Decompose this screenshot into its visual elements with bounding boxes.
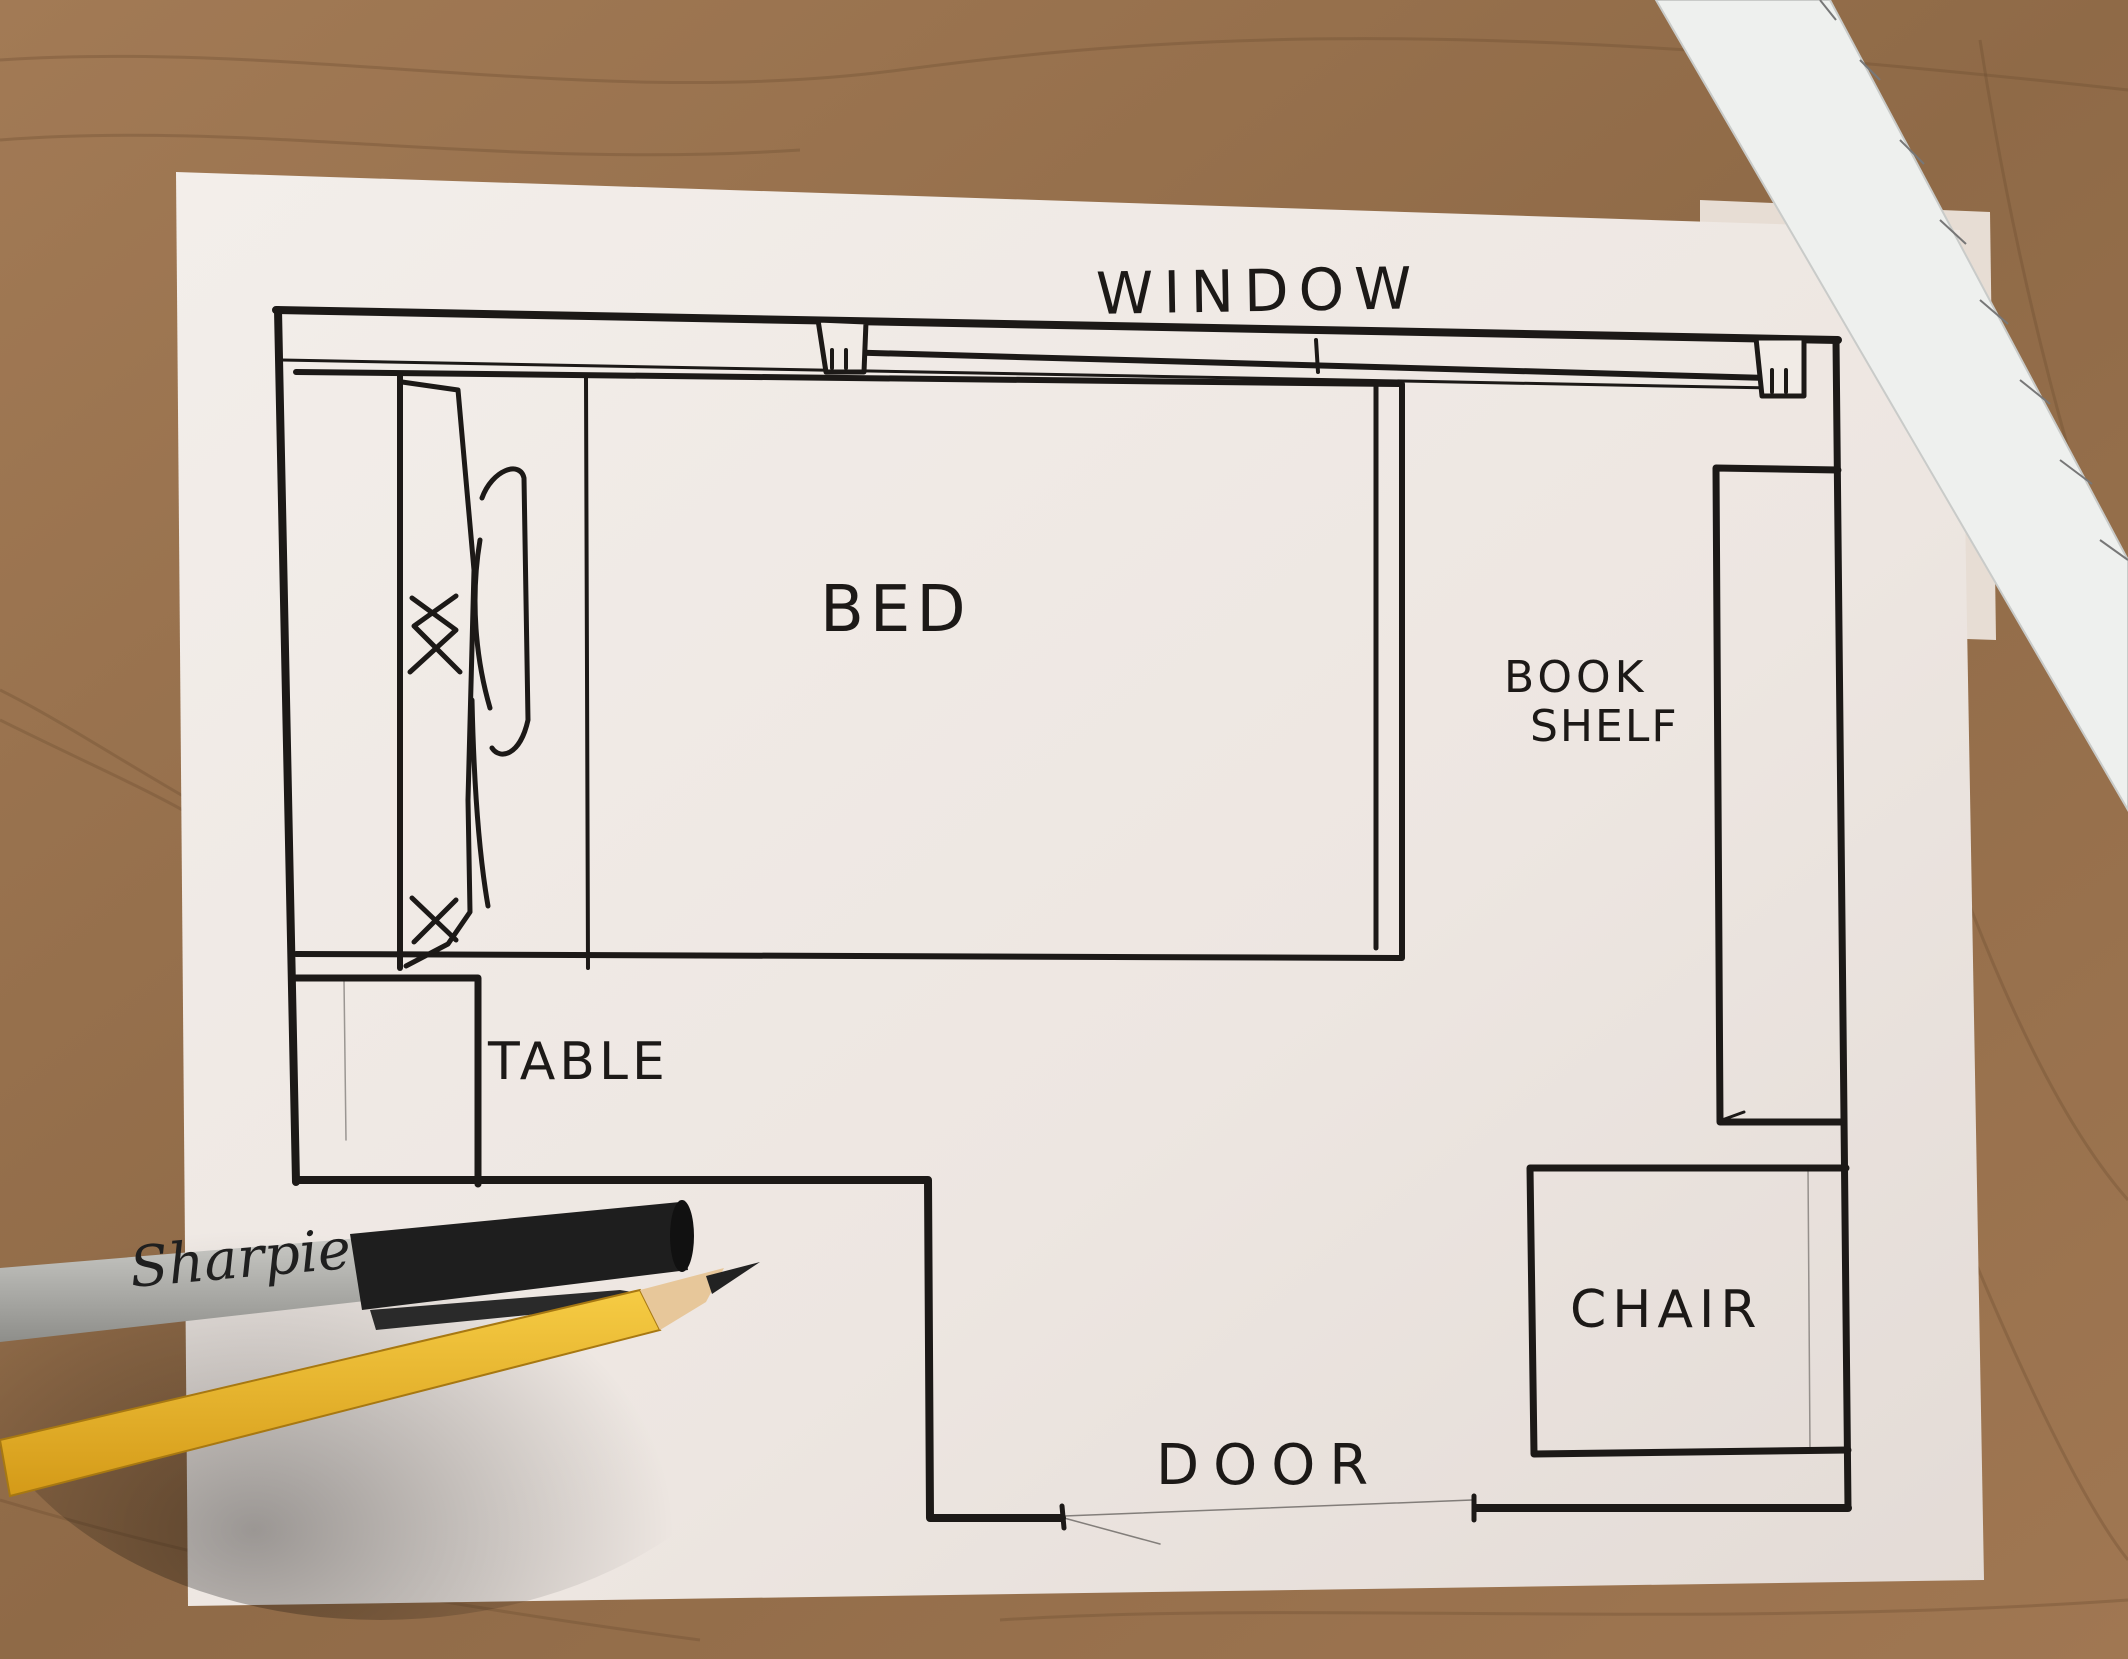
chair-outline: [1526, 1164, 1852, 1458]
bed-outline: [293, 369, 1405, 961]
door-label: DOOR: [1156, 1433, 1383, 1498]
bookshelf-label-line2: SHELF: [1530, 701, 1679, 752]
door-jamb-left: [1059, 1503, 1067, 1531]
wall-right: [1832, 336, 1852, 1512]
bed-pillow-line: [584, 376, 590, 970]
bed-label: BED: [820, 573, 972, 647]
floor-plan: [272, 306, 1852, 1545]
window-rod: [835, 349, 1771, 381]
curtain-clip-left: [815, 317, 869, 375]
pillow-lower: [469, 697, 491, 909]
bed-cushion: [399, 379, 477, 969]
table-label: TABLE: [488, 1032, 669, 1092]
window-frame: [280, 358, 1776, 390]
curtain-clip-right: [1753, 335, 1807, 399]
wall-top: [272, 306, 1842, 344]
window-label: WINDOW: [1095, 254, 1423, 328]
door-swing: [1063, 1499, 1473, 1517]
pencil: [0, 1262, 760, 1498]
pillow-upper: [479, 466, 531, 757]
bookshelf-outline: [1712, 464, 1846, 1126]
bookshelf-label-line1: BOOK: [1504, 652, 1648, 703]
ruler: [1654, 0, 2128, 812]
chair-label: CHAIR: [1570, 1280, 1763, 1340]
pillow-left: [472, 537, 493, 711]
